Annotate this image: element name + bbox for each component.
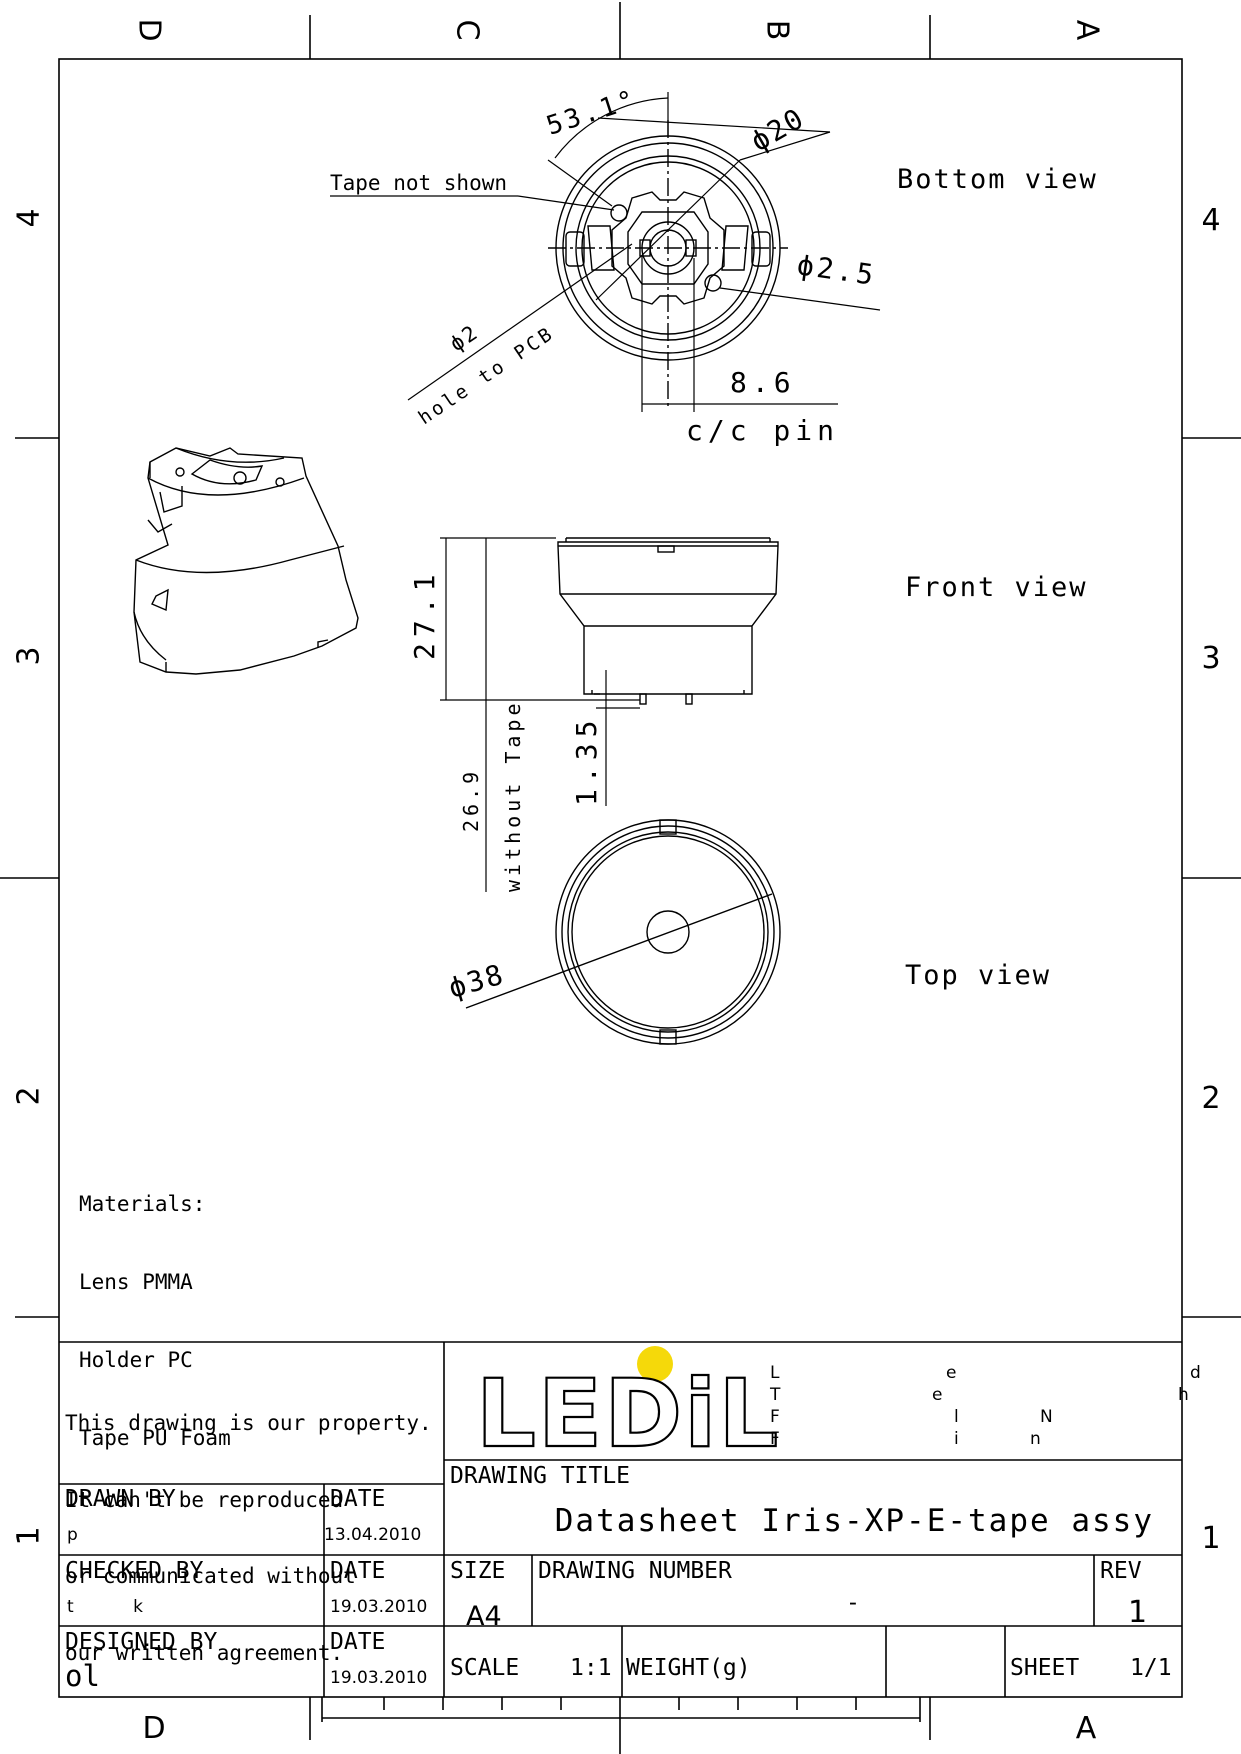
top-view-drawing xyxy=(465,819,781,1045)
title-block-fields: DRAWING TITLE Datasheet Iris-XP-E-tape a… xyxy=(65,1463,1172,1693)
materials-heading: Materials: xyxy=(79,1192,206,1216)
designed-date: 19.03.2010 xyxy=(330,1668,427,1688)
drawing-title: Datasheet Iris-XP-E-tape assy xyxy=(555,1503,1154,1539)
checked-date-label: DATE xyxy=(330,1558,385,1584)
checked-by: t k xyxy=(67,1597,143,1617)
designed-by: ol xyxy=(65,1659,100,1693)
drawn-by: p xyxy=(67,1525,78,1545)
addr-c2-r4: i xyxy=(954,1429,959,1449)
bottom-view-dimensions xyxy=(330,92,881,412)
isometric-view-drawing xyxy=(133,447,359,675)
zone-col-d: D xyxy=(132,18,167,41)
addr-c2-r3: l xyxy=(954,1407,959,1427)
dim-dia2-5: ϕ2.5 xyxy=(795,248,878,292)
addr-c4-r1: d xyxy=(1190,1363,1201,1383)
addr-c3-r1: N xyxy=(1040,1407,1053,1427)
company-address: L T F F e e l i N n d h xyxy=(769,1363,1201,1449)
zone-row-3-left: 3 xyxy=(12,646,47,665)
materials-line-holder: Holder PC xyxy=(79,1348,193,1372)
bottom-view-drawing xyxy=(548,120,788,410)
zone-row-2-left: 2 xyxy=(12,1086,47,1105)
front-view-drawing xyxy=(557,537,779,705)
label-bottom-view: Bottom view xyxy=(897,164,1098,195)
dim-pin-distance: 8.6 xyxy=(730,366,796,399)
dim-dia38: ϕ38 xyxy=(445,957,508,1004)
note-without-tape: without Tape xyxy=(501,700,525,893)
property-line-2: It can't be reproduced xyxy=(65,1487,344,1512)
zone-row-4-right: 4 xyxy=(1201,203,1220,238)
zone-col-a-bottom: A xyxy=(1076,1711,1097,1746)
addr-c1-r1: L xyxy=(770,1363,780,1383)
materials-note: Materials: Lens PMMA Holder PC Tape PU F… xyxy=(79,1139,231,1477)
dim-pin-length: 1.35 xyxy=(570,715,603,806)
dim-height: 27.1 xyxy=(408,569,441,660)
drawing-number: - xyxy=(846,1590,860,1616)
checked-date: 19.03.2010 xyxy=(330,1597,427,1617)
rev-label: REV xyxy=(1100,1558,1142,1584)
addr-c3-r2: n xyxy=(1030,1429,1041,1449)
ledil-logo-text: LEDiL xyxy=(476,1360,780,1469)
addr-c1-r4: F xyxy=(770,1429,780,1449)
rev-value: 1 xyxy=(1128,1595,1147,1630)
designed-date-label: DATE xyxy=(330,1629,385,1655)
title-block-grid xyxy=(59,1341,1182,1697)
materials-line-tape: Tape PU Foam xyxy=(79,1426,231,1450)
drawn-date: 13.04.2010 xyxy=(324,1525,421,1545)
label-front-view: Front view xyxy=(905,572,1088,603)
zone-col-d-bottom: D xyxy=(142,1711,165,1746)
addr-c2-r1: e xyxy=(946,1363,956,1383)
weight-label: WEIGHT(g) xyxy=(626,1655,751,1681)
checked-by-label: CHECKED BY xyxy=(65,1558,204,1584)
property-notice: This drawing is our property. It can't b… xyxy=(65,1360,432,1692)
note-hole-to-pcb: hole to PCB xyxy=(414,322,558,429)
addr-c1-r3: F xyxy=(770,1407,780,1427)
front-view-dimensions xyxy=(440,537,640,892)
dim-angle: 53.1° xyxy=(543,84,641,141)
dim-height-without-tape: 26.9 xyxy=(459,768,483,832)
zone-row-1-right: 1 xyxy=(1201,1521,1220,1556)
size-label: SIZE xyxy=(450,1558,505,1584)
zone-col-a: A xyxy=(1070,20,1105,41)
property-line-4: our written agreement. xyxy=(65,1640,344,1665)
drawn-by-label: DRAWN BY xyxy=(65,1486,176,1512)
ledil-logo: LEDiL xyxy=(475,1346,780,1470)
zone-col-b: B xyxy=(760,20,795,41)
property-line-1: This drawing is our property. xyxy=(65,1411,432,1435)
note-tape-not-shown: Tape not shown xyxy=(330,171,507,195)
drawing-title-label: DRAWING TITLE xyxy=(450,1463,630,1489)
sheet-label: SHEET xyxy=(1010,1655,1079,1681)
drawn-date-label: DATE xyxy=(330,1486,385,1512)
property-line-3: or communicated without xyxy=(65,1564,356,1588)
zone-row-3-right: 3 xyxy=(1201,641,1220,676)
addr-c4-r2: h xyxy=(1178,1385,1189,1405)
zone-row-1-left: 1 xyxy=(12,1526,47,1545)
zone-row-2-right: 2 xyxy=(1201,1081,1220,1116)
note-cc-pin: c/c pin xyxy=(686,414,839,447)
drawing-number-label: DRAWING NUMBER xyxy=(538,1558,732,1584)
sheet-value: 1/1 xyxy=(1130,1655,1172,1681)
zone-col-c: C xyxy=(450,20,485,41)
scale-label: SCALE xyxy=(450,1655,519,1681)
dim-dia2: ϕ2 xyxy=(445,320,483,356)
materials-line-lens: Lens PMMA xyxy=(79,1270,193,1294)
zone-row-4-left: 4 xyxy=(12,208,47,227)
addr-c2-r2: e xyxy=(932,1385,942,1405)
label-top-view: Top view xyxy=(905,960,1051,991)
size-value: A4 xyxy=(466,1601,502,1632)
scale-value: 1:1 xyxy=(570,1655,612,1681)
dim-dia20: ϕ20 xyxy=(745,101,810,158)
addr-c1-r2: T xyxy=(769,1385,781,1405)
designed-by-label: DESIGNED BY xyxy=(65,1629,217,1655)
